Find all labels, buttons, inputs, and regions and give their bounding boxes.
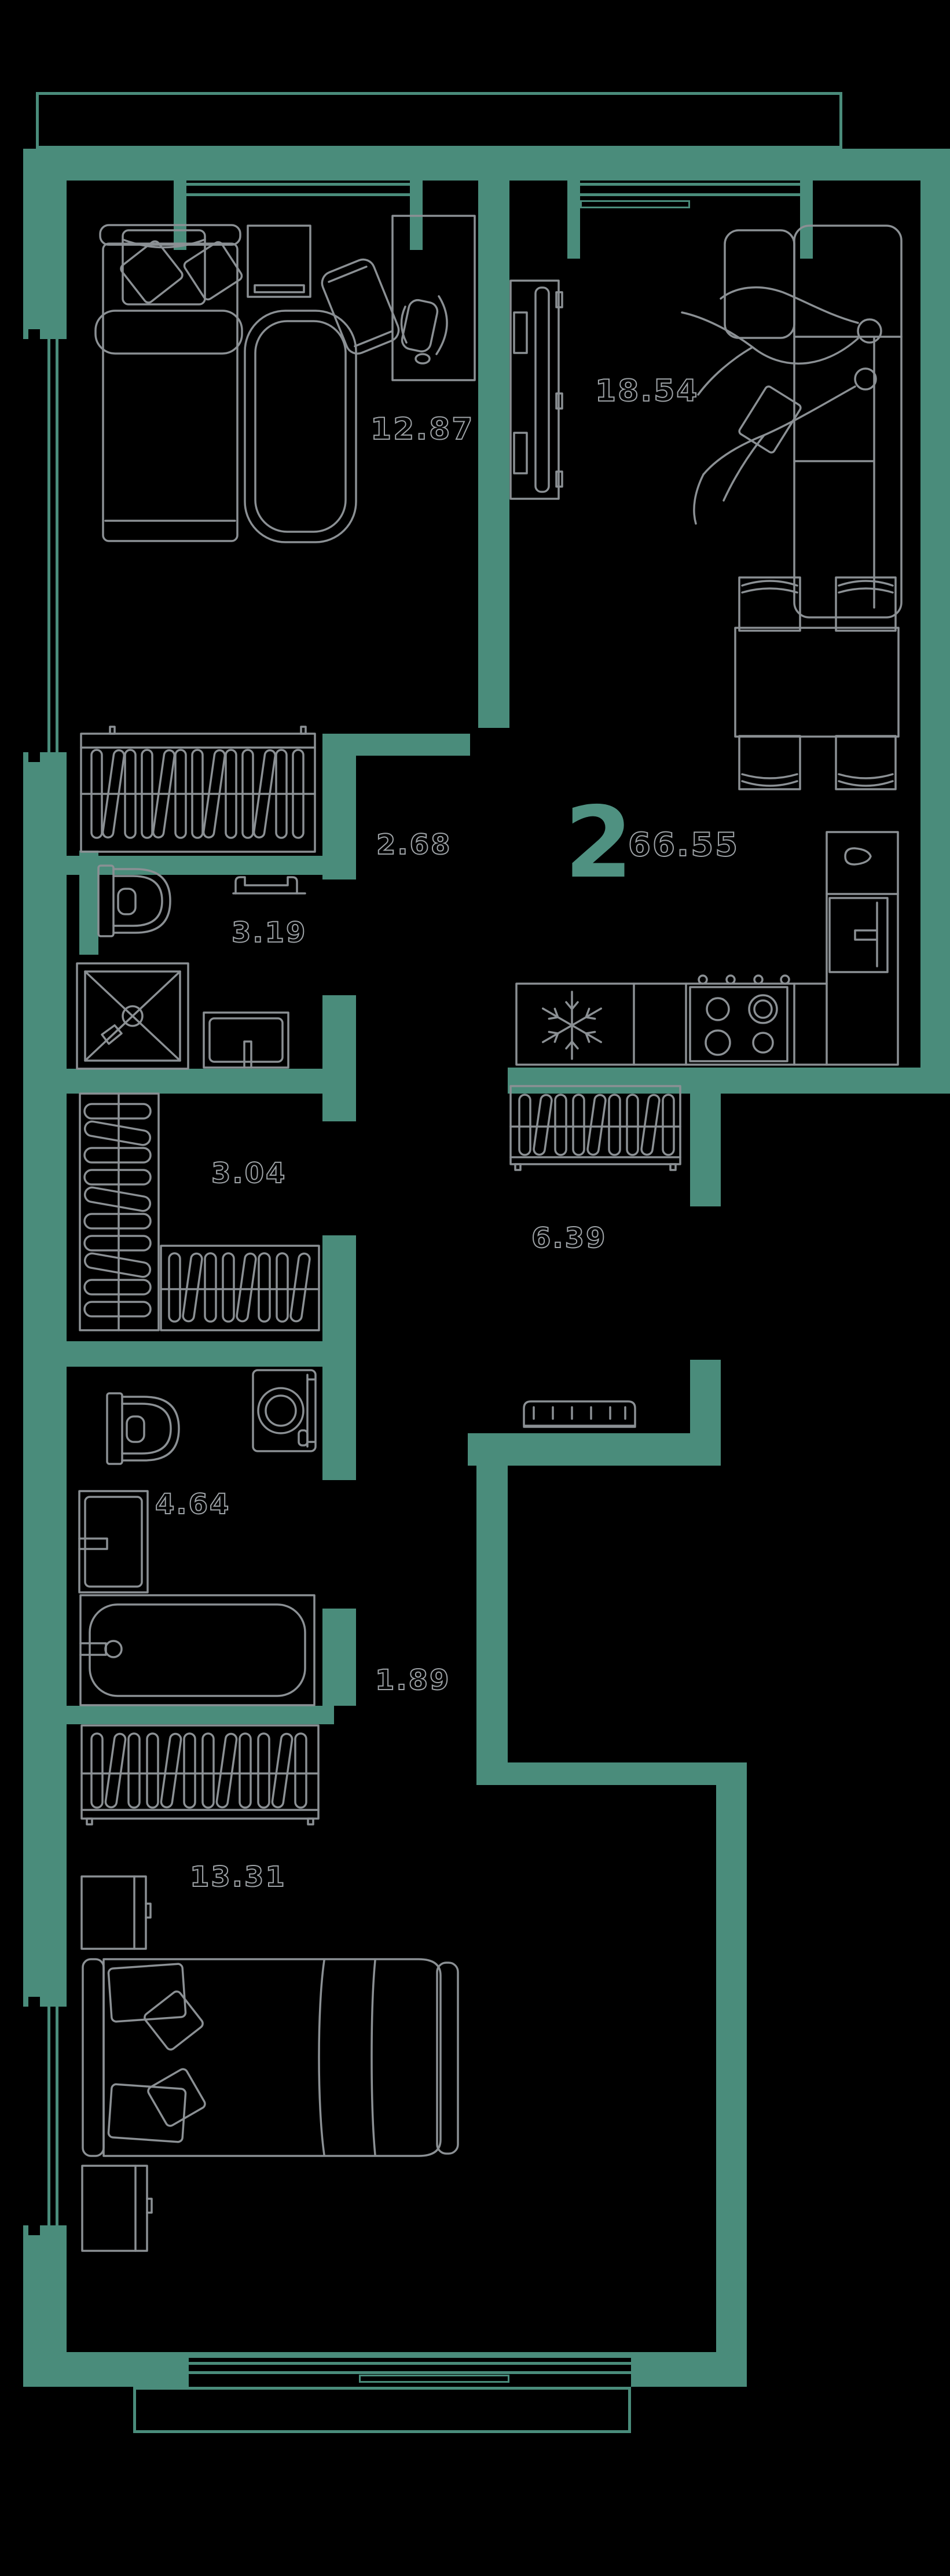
window-bottom bbox=[189, 2362, 631, 2365]
room-area-wardrobe: 3.04 bbox=[211, 1157, 287, 1190]
window-left-1 bbox=[47, 339, 50, 752]
stove bbox=[689, 974, 790, 1062]
dining-table bbox=[734, 627, 900, 738]
wardrobe-bedroom1 bbox=[80, 726, 316, 853]
armchair bbox=[321, 258, 400, 355]
bathtub bbox=[79, 1594, 316, 1706]
desk bbox=[391, 215, 476, 381]
wall-bath2-right bbox=[322, 1609, 356, 1706]
window-top-bedroom bbox=[186, 183, 410, 186]
window-niche-stub bbox=[800, 181, 813, 259]
wall-closet-bottom bbox=[23, 1341, 356, 1367]
window-top-living bbox=[580, 193, 800, 196]
window-top-bedroom bbox=[186, 193, 410, 196]
window-gap bbox=[23, 339, 67, 752]
window-gap bbox=[23, 2007, 67, 2225]
wall-top bbox=[23, 149, 950, 181]
room-area-bedroom2: 13.31 bbox=[189, 1860, 287, 1894]
room-area-hall189: 1.89 bbox=[375, 1664, 451, 1697]
window-left-2 bbox=[56, 2007, 58, 2225]
toilet-2 bbox=[106, 1392, 180, 1465]
nightstand-2-bedroom2 bbox=[81, 2165, 153, 2252]
bed-double-1 bbox=[94, 224, 243, 542]
kitchen-sink bbox=[828, 897, 889, 973]
room-area-hall268: 2.68 bbox=[376, 828, 452, 862]
wardrobe-corridor bbox=[509, 1085, 681, 1171]
wall-bedroom2-topright bbox=[508, 1762, 747, 1785]
tv-unit bbox=[509, 279, 563, 500]
shelf bbox=[232, 876, 306, 895]
wall-left-lower bbox=[23, 2225, 67, 2352]
balcony-door-leaf-bottom bbox=[359, 2375, 509, 2383]
coat-rack bbox=[523, 1400, 636, 1428]
balcony-bottom bbox=[133, 2387, 631, 2433]
window-left-2 bbox=[47, 2007, 50, 2225]
closet-bottom-unit bbox=[160, 1245, 320, 1331]
wall-left-upper bbox=[23, 149, 67, 339]
closet-left-unit bbox=[79, 1092, 160, 1331]
room-area-corridor: 6.39 bbox=[531, 1221, 607, 1255]
wall-bedroom2-right bbox=[716, 1762, 747, 2387]
faucet-icon bbox=[844, 847, 872, 866]
washbasin-2 bbox=[78, 1490, 149, 1594]
fridge-snowflake-icon bbox=[542, 991, 602, 1060]
unit-rooms-badge: 2 bbox=[564, 786, 633, 900]
washbasin-1 bbox=[203, 1011, 289, 1069]
office-chair bbox=[400, 295, 448, 355]
wall-kitchen-bottom bbox=[508, 1068, 950, 1094]
wardrobe-bedroom2 bbox=[80, 1724, 320, 1826]
wall-bedroom1-bottom bbox=[23, 856, 327, 875]
room-area-bath1: 3.19 bbox=[231, 916, 307, 950]
room-area-bath2: 4.64 bbox=[155, 1488, 231, 1521]
wall-coatrack bbox=[468, 1433, 721, 1466]
wall-corridor-right-a bbox=[690, 1086, 721, 1206]
nightstand-1-bedroom2 bbox=[80, 1875, 152, 1950]
wall-bath1-right-a bbox=[322, 734, 356, 879]
washing-machine bbox=[252, 1369, 317, 1452]
balcony-top bbox=[36, 92, 842, 149]
wall-bath1-bottom bbox=[23, 1069, 356, 1094]
window-niche-stub bbox=[567, 181, 580, 259]
wall-corridor-right-b bbox=[690, 1360, 721, 1435]
window-niche-stub bbox=[410, 181, 423, 250]
nightstand-bedroom1 bbox=[247, 225, 311, 298]
wall-stub-bath1 bbox=[79, 851, 98, 955]
window-top-living bbox=[580, 183, 800, 186]
rug bbox=[244, 310, 357, 543]
bed-double-2 bbox=[82, 1958, 459, 2157]
room-area-bedroom1: 12.87 bbox=[370, 411, 475, 447]
window-bottom bbox=[189, 2371, 631, 2374]
people-silhouettes bbox=[681, 286, 882, 525]
balcony-door-leaf-top bbox=[580, 200, 690, 208]
wall-hall189-right bbox=[476, 1466, 508, 1785]
wall-under-tub bbox=[23, 1706, 334, 1724]
wall-bedroom1-living bbox=[478, 181, 509, 728]
wall-bath1-right-b bbox=[322, 995, 356, 1121]
corner-sofa bbox=[724, 225, 903, 619]
room-area-living: 18.54 bbox=[595, 373, 699, 409]
wall-right bbox=[920, 149, 950, 1094]
window-left-1 bbox=[56, 339, 58, 752]
toilet-1 bbox=[97, 864, 171, 937]
total-area-label: 66.55 bbox=[628, 826, 740, 864]
shower bbox=[76, 962, 189, 1070]
dining-chairs bbox=[738, 576, 897, 790]
wall-left-middle bbox=[23, 752, 67, 2007]
window-niche-stub bbox=[174, 181, 186, 250]
